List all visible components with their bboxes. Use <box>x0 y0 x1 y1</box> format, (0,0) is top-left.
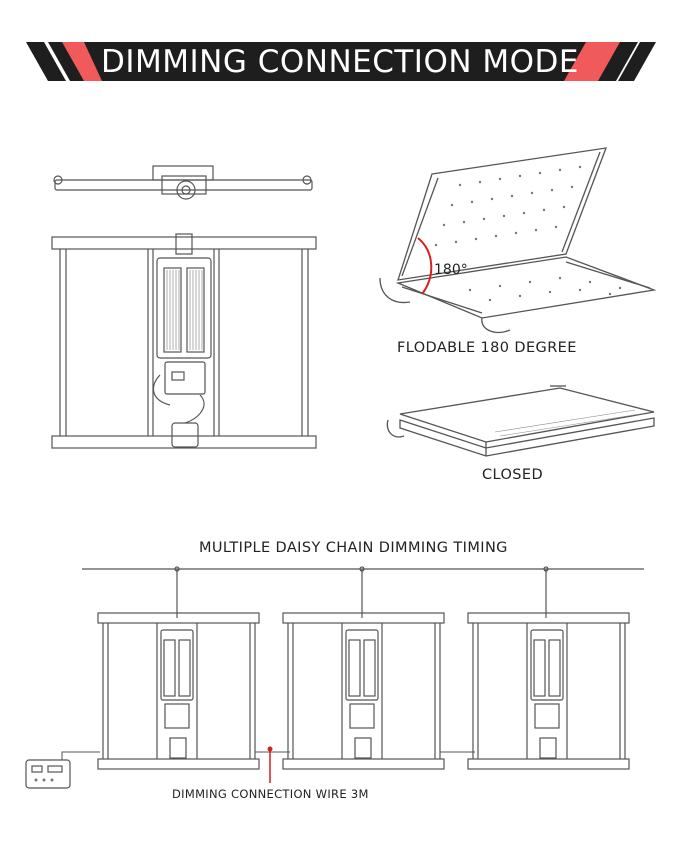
controller-box <box>25 759 71 789</box>
daisy-chain-title: MULTIPLE DAISY CHAIN DIMMING TIMING <box>199 540 508 556</box>
angle-label: 180° <box>434 262 468 278</box>
front-view-drawing <box>51 233 317 449</box>
folded-caption: FLODABLE 180 DEGREE <box>397 340 577 356</box>
angle-arc <box>417 237 433 295</box>
side-view-drawing <box>53 165 313 200</box>
driver-hatching <box>166 270 203 350</box>
daisy-chain-drawing <box>25 566 644 789</box>
controller-details <box>34 778 54 782</box>
header-banner: DIMMING CONNECTION MODE <box>0 0 680 110</box>
chain-unit-2 <box>282 612 445 770</box>
chain-unit-3 <box>467 612 630 770</box>
led-dot-grid <box>434 165 622 302</box>
closed-view-drawing <box>386 385 655 457</box>
closed-caption: CLOSED <box>482 467 544 483</box>
chain-unit-1 <box>97 612 260 770</box>
closed-hatching <box>494 409 641 437</box>
banner-graphic <box>26 42 656 81</box>
banner-title: DIMMING CONNECTION MODE <box>101 44 579 80</box>
wire-label: DIMMING CONNECTION WIRE 3M <box>172 787 369 801</box>
folded-view-drawing <box>379 147 657 333</box>
wire-pointer <box>267 746 273 783</box>
